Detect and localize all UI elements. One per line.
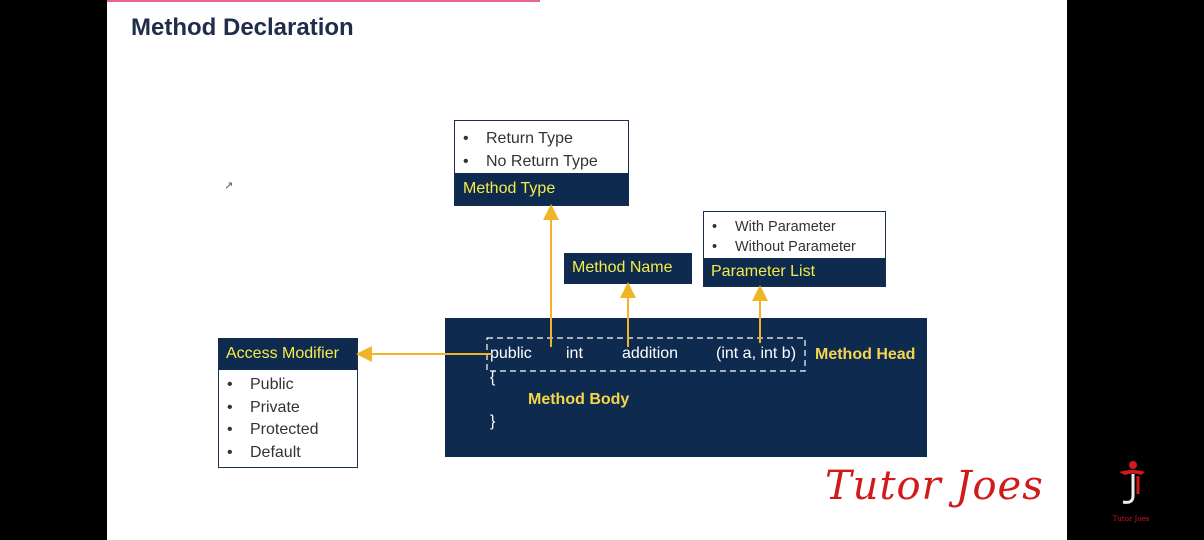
- parameter-list-box: With Parameter Without Parameter Paramet…: [703, 211, 886, 287]
- list-item: No Return Type: [463, 150, 598, 173]
- method-body-label: Method Body: [528, 391, 630, 408]
- code-keyword-int: int: [566, 345, 583, 362]
- list-item: Return Type: [463, 127, 598, 150]
- access-modifier-box: Access Modifier Public Private Protected…: [218, 338, 358, 468]
- method-type-header: Method Type: [455, 173, 628, 205]
- slide-title: Method Declaration: [131, 14, 354, 41]
- access-modifier-list: Public Private Protected Default: [227, 374, 319, 465]
- code-keyword-public: public: [490, 345, 532, 362]
- method-head-label: Method Head: [815, 346, 916, 363]
- list-item: Default: [227, 442, 318, 465]
- tutor-joes-logo: Tutor Joes: [825, 463, 1044, 509]
- slide: Method Declaration ↗ Return Type No Retu…: [107, 0, 1067, 540]
- code-close-brace: }: [490, 413, 496, 430]
- method-type-box: Return Type No Return Type Method Type: [454, 120, 629, 206]
- list-item: Without Parameter: [712, 237, 856, 257]
- parameter-list-items: With Parameter Without Parameter: [712, 217, 856, 257]
- mouse-cursor-icon: ↗: [224, 180, 234, 192]
- method-name-label: Method Name: [564, 253, 692, 284]
- list-item: Public: [227, 374, 318, 397]
- tutor-joes-emblem-icon: [1119, 461, 1145, 504]
- list-item: Private: [227, 397, 318, 420]
- list-item: With Parameter: [712, 217, 856, 237]
- code-method-identifier: addition: [622, 345, 679, 362]
- list-item: Protected: [227, 419, 319, 442]
- code-params: (int a, int b): [716, 345, 797, 362]
- channel-watermark-label: Tutor Joes: [1112, 515, 1150, 523]
- channel-watermark: Tutor Joes: [1108, 458, 1154, 523]
- method-type-list: Return Type No Return Type: [463, 127, 598, 173]
- parameter-list-header: Parameter List: [704, 258, 885, 286]
- access-modifier-header: Access Modifier: [219, 339, 357, 370]
- code-open-brace: {: [490, 369, 496, 386]
- code-panel: public int addition (int a, int b) Metho…: [445, 318, 927, 457]
- video-progress-bar[interactable]: [107, 0, 540, 2]
